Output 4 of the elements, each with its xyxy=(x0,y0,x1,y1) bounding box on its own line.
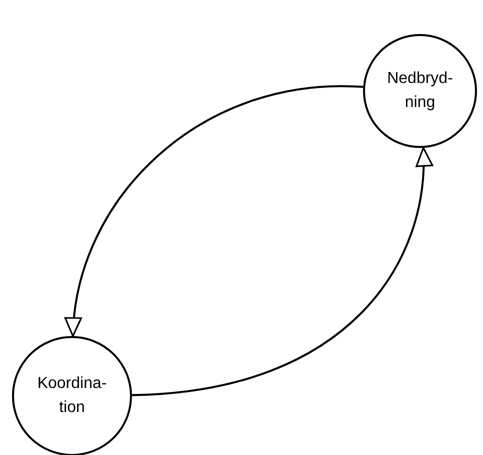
node-label: Nedbryd- ning xyxy=(386,69,454,113)
curved-arrow xyxy=(66,86,364,337)
node-label: Koordina- tion xyxy=(37,374,107,418)
curved-arrow xyxy=(132,147,432,396)
